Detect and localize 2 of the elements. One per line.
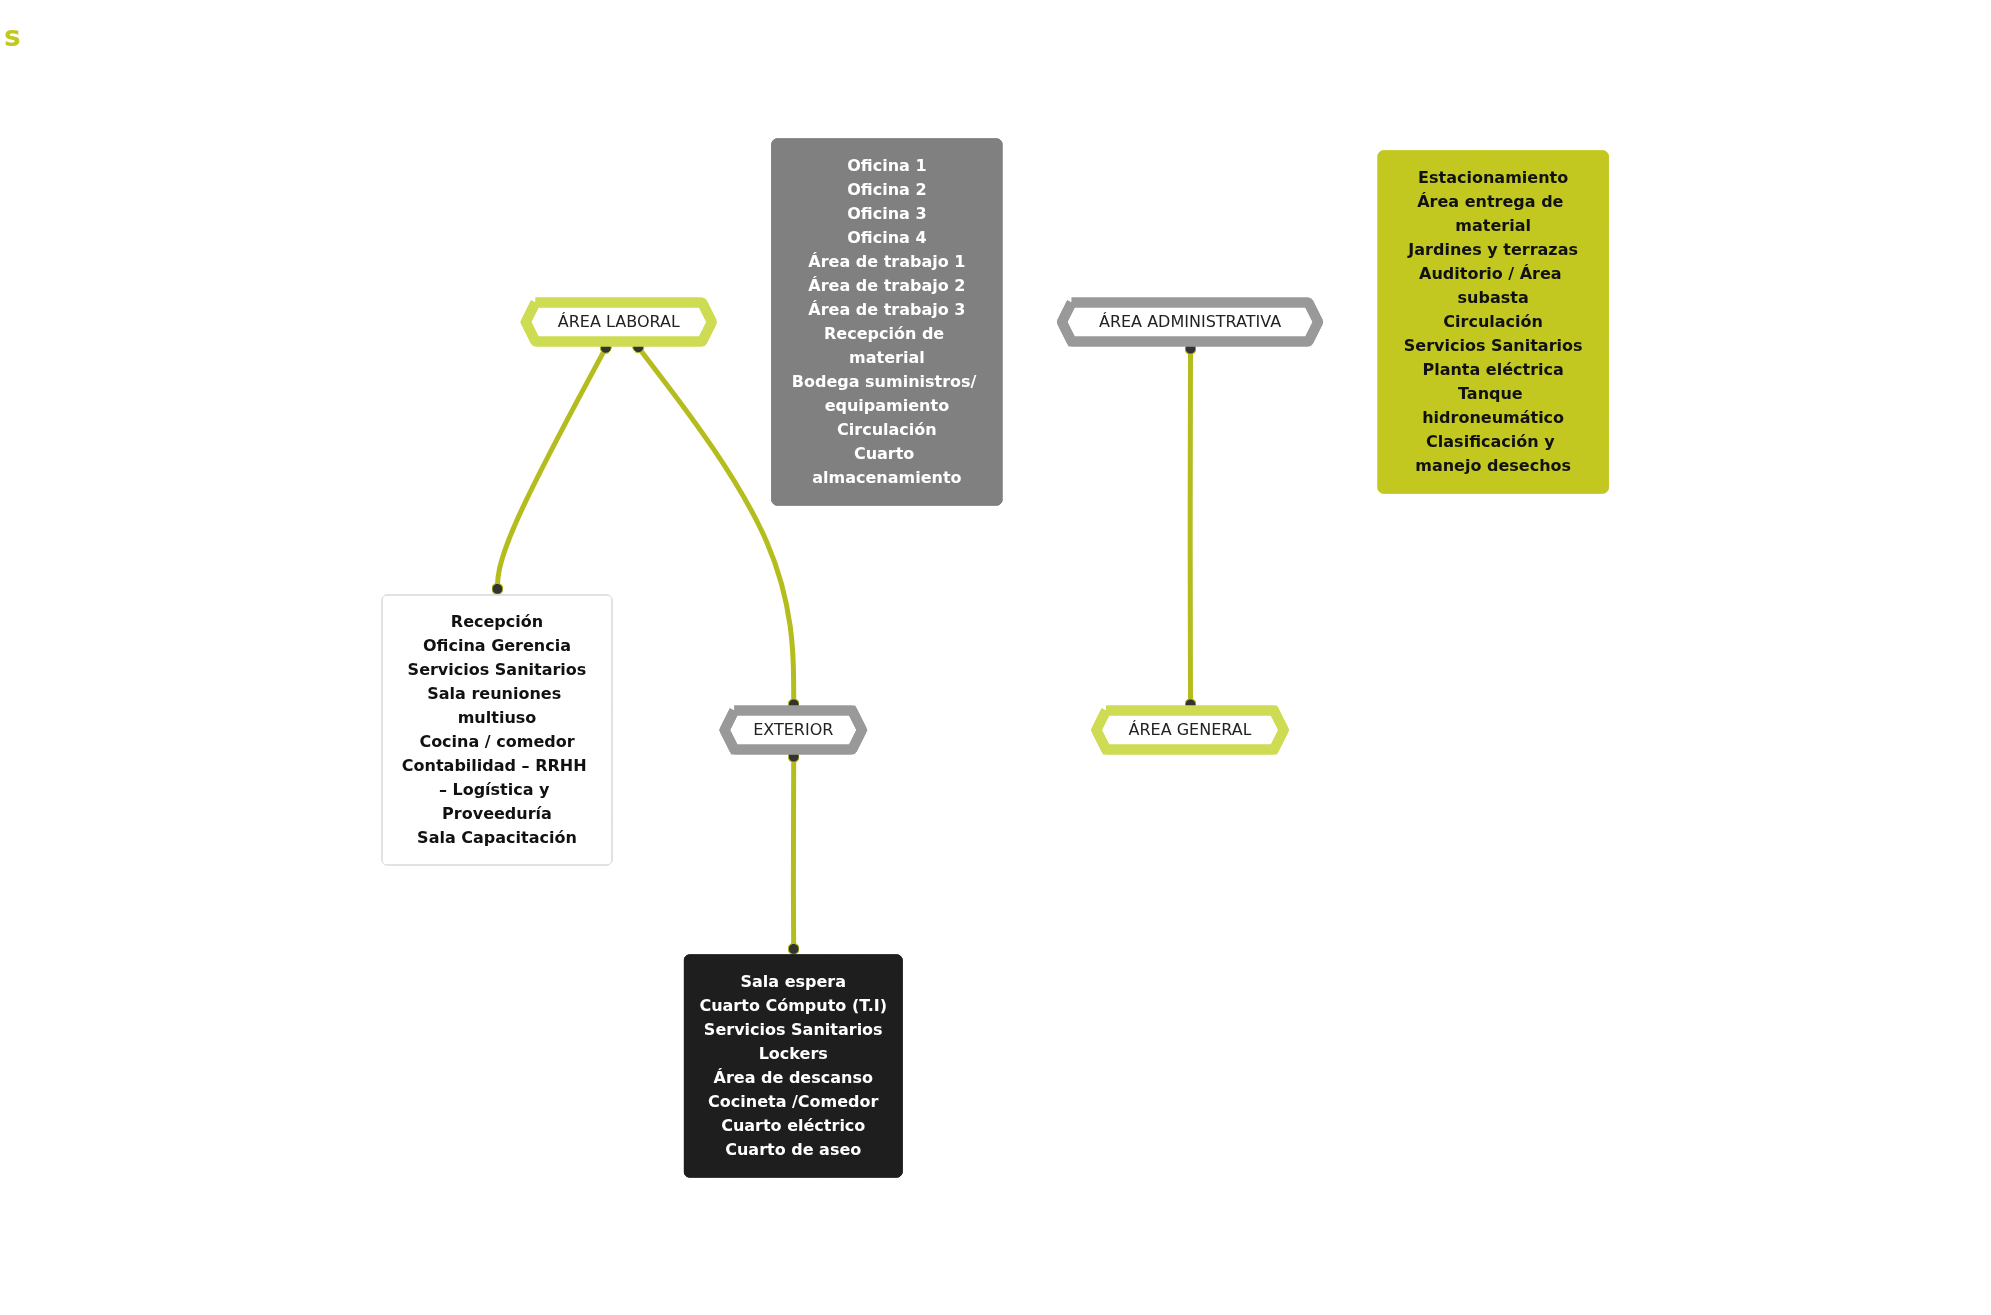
heading-fragment: s xyxy=(4,20,21,53)
node-text: Recepción Oficina Gerencia Servicios Sanitarios Sala reuniones multiuso Cocina / comedor Contabilidad – RRHH – Logística y Proveeduría Sala Capacitación xyxy=(402,611,588,847)
